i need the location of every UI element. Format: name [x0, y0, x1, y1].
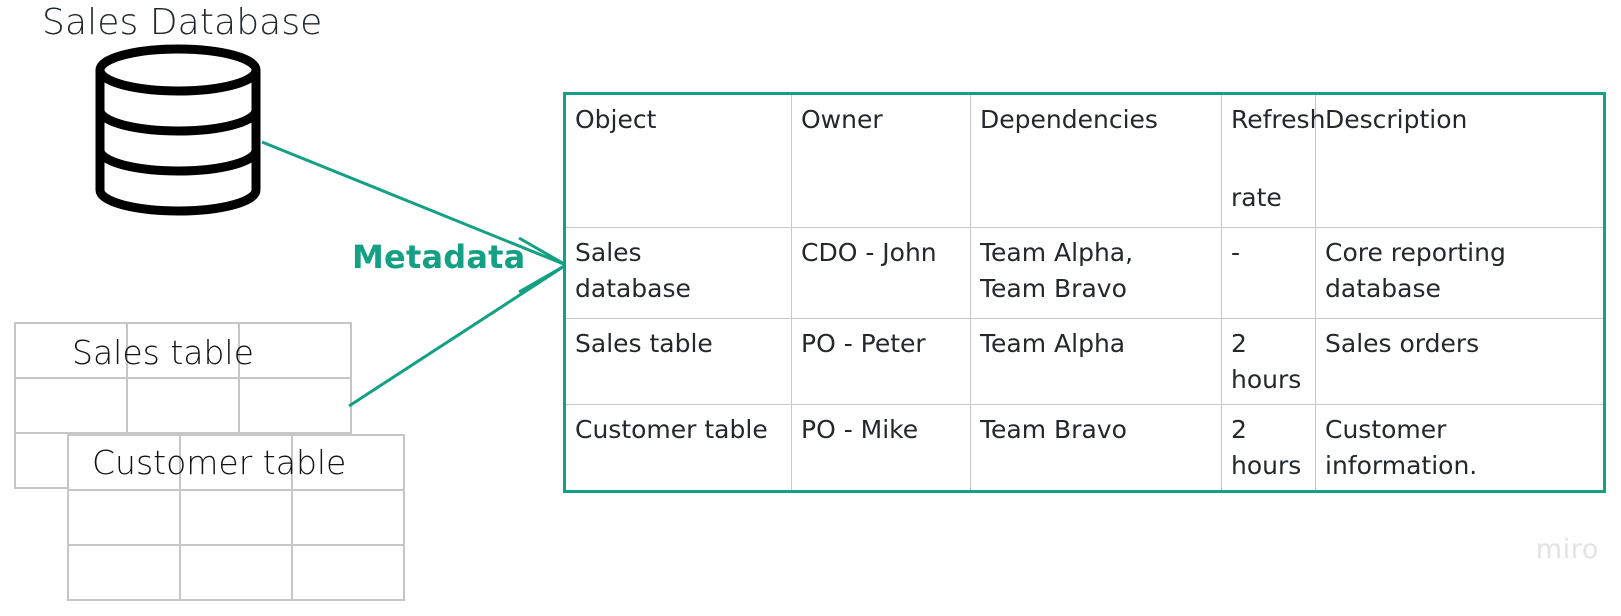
refresh-header-line-1: Refresh — [1231, 105, 1326, 134]
table-row — [14, 377, 352, 434]
cell-text-line: database — [575, 273, 691, 303]
table-row: Customer table PO - Mike Team Bravo 2 ho… — [564, 404, 1605, 492]
connector-line-from-tables — [348, 263, 567, 408]
cell-description: Sales orders — [1315, 318, 1605, 405]
grid-cell — [14, 377, 128, 434]
grid-cell — [291, 544, 405, 601]
cell-text-line: Sales — [575, 238, 642, 267]
grid-cell — [179, 489, 293, 546]
miro-watermark: miro — [1535, 534, 1599, 565]
cell-refresh-rate: 2 hours — [1221, 318, 1316, 405]
cell-text-line: Team Bravo — [980, 273, 1127, 303]
grid-cell — [67, 489, 181, 546]
grid-cell — [179, 544, 293, 601]
cell-description: Core reporting database — [1315, 227, 1605, 319]
grid-cell — [291, 489, 405, 546]
cell-dependencies: Team Alpha — [970, 318, 1222, 405]
cell-object: Sales database — [564, 227, 792, 319]
grid-cell — [67, 434, 181, 491]
cell-refresh-rate: - — [1221, 227, 1316, 319]
cell-text-line: Team Alpha, — [980, 238, 1134, 267]
metadata-table: Object Owner Dependencies Refresh rate D… — [563, 92, 1606, 493]
cell-dependencies: Team Alpha, Team Bravo — [970, 227, 1222, 319]
refresh-header-spacer — [1231, 138, 1306, 180]
database-cylinder-icon — [95, 44, 261, 216]
table-row — [67, 489, 405, 546]
cell-owner: PO - Mike — [791, 404, 971, 492]
column-header-object: Object — [564, 93, 792, 228]
table-row: Sales table PO - Peter Team Alpha 2 hour… — [564, 318, 1605, 405]
grid-cell — [238, 322, 352, 379]
cell-dependencies: Team Bravo — [970, 404, 1222, 492]
grid-cell — [14, 322, 128, 379]
grid-cell — [291, 434, 405, 491]
cell-object: Sales table — [564, 318, 792, 405]
column-header-owner: Owner — [791, 93, 971, 228]
cell-owner: CDO - John — [791, 227, 971, 319]
metadata-connector-label: Metadata — [352, 238, 526, 276]
table-row — [67, 434, 405, 491]
customer-table-grid — [67, 434, 405, 601]
table-row: Sales database CDO - John Team Alpha, Te… — [564, 227, 1605, 319]
cell-object: Customer table — [564, 404, 792, 492]
column-header-dependencies: Dependencies — [970, 93, 1222, 228]
connector-arrowhead-icon — [518, 236, 570, 294]
table-row — [14, 322, 352, 379]
table-header-row: Object Owner Dependencies Refresh rate D… — [564, 93, 1605, 228]
cell-refresh-rate: 2 hours — [1221, 404, 1316, 492]
grid-cell — [67, 544, 181, 601]
grid-cell — [126, 377, 240, 434]
database-node-title: Sales Database — [42, 2, 323, 43]
table-row — [67, 544, 405, 601]
cell-owner: PO - Peter — [791, 318, 971, 405]
grid-cell — [126, 322, 240, 379]
grid-cell — [179, 434, 293, 491]
cell-description: Customer information. — [1315, 404, 1605, 492]
column-header-refresh-rate: Refresh rate — [1221, 93, 1326, 228]
column-header-description: Description — [1315, 93, 1605, 228]
grid-cell — [238, 377, 352, 434]
refresh-header-line-2: rate — [1231, 182, 1282, 212]
